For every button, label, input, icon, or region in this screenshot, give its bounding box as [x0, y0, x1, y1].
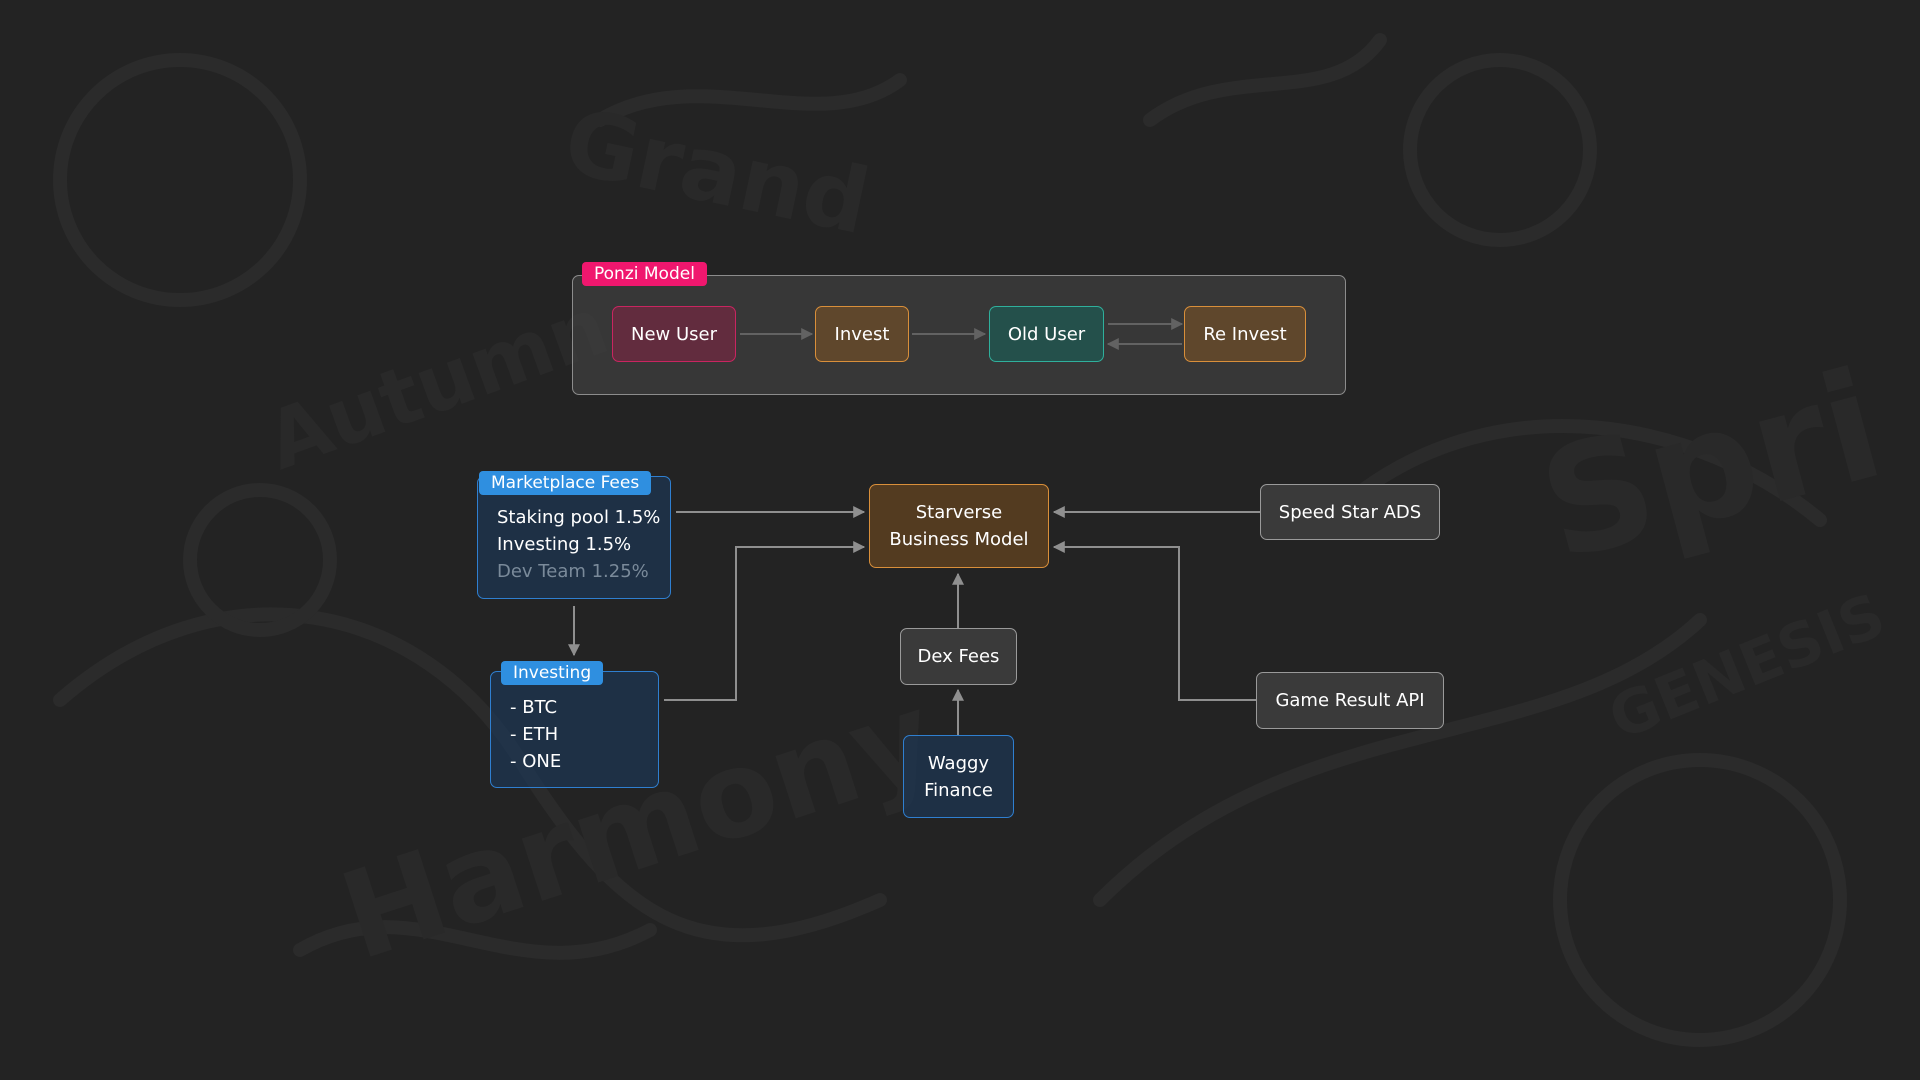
investing-label: Investing — [501, 661, 604, 685]
dex-fees-text: Dex Fees — [917, 646, 1000, 667]
game-result-api-text: Game Result API — [1275, 690, 1425, 711]
arrow-gameresult-center — [1052, 541, 1256, 701]
new-user-text: New User — [630, 323, 717, 345]
marketplace-line-investing: Investing 1.5% — [497, 534, 632, 555]
marketplace-fees-label: Marketplace Fees — [479, 471, 652, 495]
arrow-investing-center — [664, 541, 866, 701]
invest-text: Invest — [834, 323, 890, 345]
game-result-api-node[interactable]: Game Result API — [1256, 672, 1444, 729]
marketplace-line-staking: Staking pool 1.5% — [497, 507, 661, 528]
waggy-line2: Finance — [924, 779, 993, 801]
re-invest-text: Re Invest — [1203, 323, 1287, 345]
investing-line-eth: - ETH — [510, 724, 559, 745]
waggy-line1: Waggy — [927, 752, 990, 774]
old-user-node[interactable]: Old User — [989, 306, 1104, 362]
dex-fees-node[interactable]: Dex Fees — [900, 628, 1017, 685]
invest-node[interactable]: Invest — [815, 306, 909, 362]
re-invest-node[interactable]: Re Invest — [1184, 306, 1306, 362]
starverse-line2: Business Model — [889, 529, 1029, 550]
speed-star-ads-text: Speed Star ADS — [1278, 501, 1422, 523]
waggy-finance-node[interactable]: Waggy Finance — [903, 735, 1014, 818]
ponzi-model-label: Ponzi Model — [582, 262, 707, 286]
starverse-line1: Starverse — [915, 502, 1003, 523]
investing-line-btc: - BTC — [510, 697, 558, 718]
ponzi-model-group — [572, 275, 1346, 395]
investing-box[interactable]: - BTC - ETH - ONE — [490, 671, 659, 788]
new-user-node[interactable]: New User — [612, 306, 736, 362]
starverse-business-model-node[interactable]: Starverse Business Model — [869, 484, 1049, 568]
speed-star-ads-node[interactable]: Speed Star ADS — [1260, 484, 1440, 540]
marketplace-line-devteam: Dev Team 1.25% — [497, 561, 649, 582]
old-user-text: Old User — [1007, 323, 1086, 345]
investing-line-one: - ONE — [510, 751, 562, 772]
